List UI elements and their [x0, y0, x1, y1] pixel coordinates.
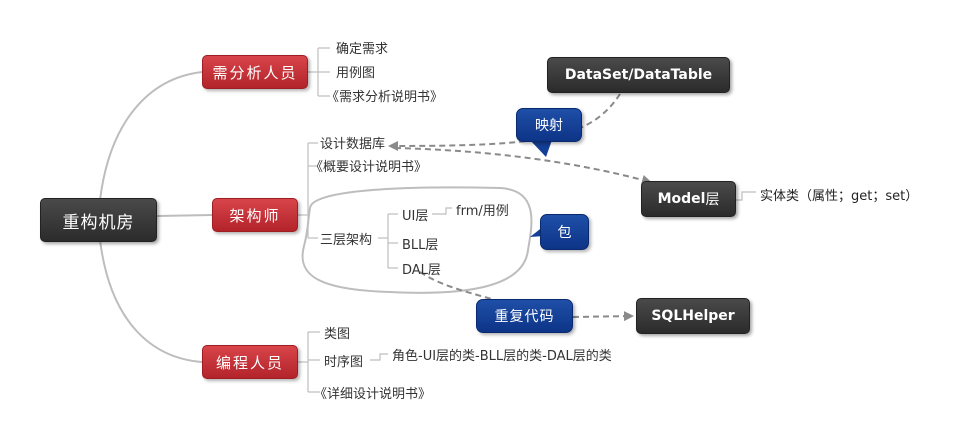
model-bracket	[736, 191, 756, 201]
mapping-callout-label: 映射	[535, 118, 563, 134]
package-callout-label: 包	[557, 225, 572, 241]
programmer-item-spec: 《详细设计说明书》	[314, 387, 432, 402]
dataset-node-label: DataSet/DataTable	[564, 67, 713, 83]
architect-item-three-tier: 三层架构	[320, 233, 373, 248]
programmer-bracket	[298, 331, 388, 393]
sequence-detail: 角色-UI层的类-BLL层的类-DAL层的类	[392, 349, 612, 364]
model-node-label: Model	[657, 191, 706, 207]
analyst-node[interactable]: 需分析人员	[202, 55, 308, 89]
dashed-repeat-to-sqlhelper	[572, 311, 634, 322]
architect-node[interactable]: 架构师	[212, 198, 298, 232]
dashed-dal-to-repeat	[419, 271, 496, 301]
programmer-node-label: 编程人员	[215, 353, 284, 372]
sqlhelper-node-label: SQLHelper	[651, 308, 735, 324]
layer-ui: UI层	[402, 209, 429, 224]
connector-central-architect	[156, 214, 213, 217]
sqlhelper-node[interactable]: SQLHelper	[636, 298, 750, 334]
model-node-suffix: 层	[705, 192, 720, 208]
mapping-callout-tail	[530, 140, 552, 157]
programmer-item-sequence: 时序图	[324, 355, 364, 370]
central-node[interactable]: 重构机房	[40, 198, 157, 242]
model-detail: 实体类（属性；get；set）	[760, 189, 919, 204]
central-node-label: 重构机房	[62, 212, 135, 233]
programmer-item-class-diagram: 类图	[324, 327, 351, 342]
connector-central-analyst	[99, 71, 203, 201]
layer-bll: BLL层	[402, 238, 439, 253]
connector-central-programmer	[99, 239, 203, 363]
architect-item-database: 设计数据库	[320, 137, 386, 152]
analyst-bracket	[308, 47, 330, 97]
analyst-node-label: 需分析人员	[212, 63, 298, 82]
analyst-item-usecase: 用例图	[336, 66, 376, 81]
programmer-node[interactable]: 编程人员	[202, 345, 298, 379]
dataset-node[interactable]: DataSet/DataTable	[547, 57, 730, 93]
analyst-item-requirements: 确定需求	[336, 42, 389, 57]
analyst-item-spec: 《需求分析说明书》	[326, 90, 444, 105]
layer-dal: DAL层	[402, 263, 441, 278]
ui-detail: frm/用例	[456, 204, 509, 219]
dashed-db-to-model	[394, 147, 652, 185]
architect-node-label: 架构师	[229, 206, 281, 225]
repeat-code-callout[interactable]: 重复代码	[476, 299, 573, 333]
three-tier-bracket	[378, 207, 452, 269]
architect-item-spec: 《概要设计说明书》	[310, 160, 428, 175]
repeat-code-callout-label: 重复代码	[494, 309, 555, 325]
mapping-callout[interactable]: 映射	[516, 108, 582, 142]
three-tier-boundary	[301, 186, 533, 294]
package-callout[interactable]: 包	[540, 214, 589, 250]
